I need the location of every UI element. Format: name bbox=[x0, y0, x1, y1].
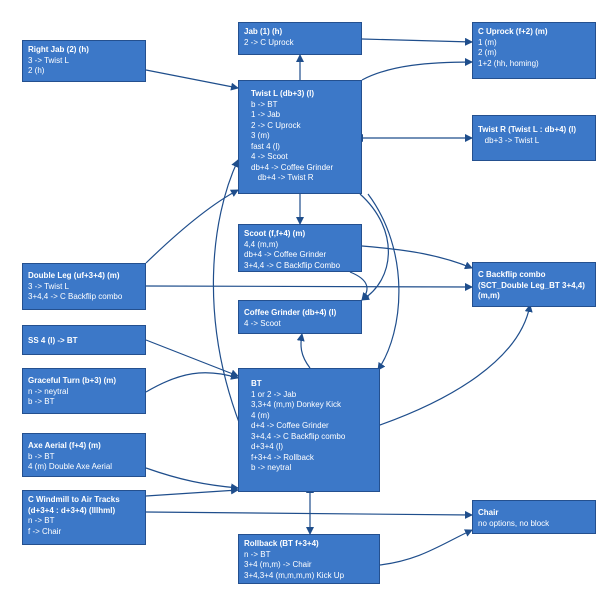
node-line: 1 -> Jab bbox=[251, 110, 281, 119]
node-line: 3 (m) bbox=[251, 131, 270, 140]
node-line: 2 (m) bbox=[478, 48, 497, 57]
node-title: Right Jab (2) (h) bbox=[28, 45, 89, 54]
edge-twistl-to-cuprock bbox=[361, 58, 473, 81]
node-title: Coffee Grinder (db+4) (l) bbox=[244, 308, 337, 317]
node-c-backflip: C Backflip combo (SCT_Double Leg_BT 3+4,… bbox=[472, 262, 596, 307]
node-title: SS 4 (l) -> BT bbox=[28, 336, 78, 345]
node-line: 4,4 (m,m) bbox=[244, 239, 279, 249]
node-title: Chair bbox=[478, 508, 499, 517]
node-line: 3+4,4 -> C Backflip combo bbox=[28, 292, 123, 301]
edge-ss4-to-bt bbox=[145, 339, 239, 378]
node-chair: Chair no options, no block bbox=[472, 500, 596, 534]
node-line: 4 (m) Double Axe Aerial bbox=[28, 462, 113, 471]
node-line: n -> BT bbox=[244, 549, 271, 559]
node-line: 4 -> Scoot bbox=[244, 318, 281, 328]
node-title: Scoot (f,f+4) (m) bbox=[244, 229, 306, 238]
edge-twistl-to-bt bbox=[367, 193, 400, 371]
node-c-uprock: C Uprock (f+2) (m) 1 (m) 2 (m) 1+2 (hh, … bbox=[472, 22, 596, 79]
node-graceful-turn: Graceful Turn (b+3) (m) n -> neytral b -… bbox=[22, 368, 146, 414]
node-rollback: Rollback (BT f+3+4) n -> BT 3+4 (m,m) ->… bbox=[238, 534, 380, 584]
node-line: b -> BT bbox=[251, 99, 278, 109]
edge-doubleleg-to-twistl bbox=[145, 189, 239, 264]
edge-rightjab-to-twistl bbox=[145, 69, 239, 91]
node-title: Rollback (BT f+3+4) bbox=[244, 539, 319, 548]
edge-bt-to-twistl bbox=[212, 159, 241, 426]
node-title-line: (m,m) bbox=[478, 291, 500, 300]
edge-scoot-coffee bbox=[349, 271, 370, 301]
node-line: 3 -> Twist L bbox=[28, 281, 69, 291]
node-title: Graceful Turn (b+3) (m) bbox=[28, 376, 117, 385]
node-line: 4 -> Scoot bbox=[251, 152, 288, 161]
node-right-jab: Right Jab (2) (h) 3 -> Twist L 2 (h) bbox=[22, 40, 146, 82]
node-line: 2 -> C Uprock bbox=[244, 37, 294, 47]
node-line: b -> BT bbox=[28, 397, 55, 406]
node-line: f+3+4 -> Rollback bbox=[251, 452, 314, 462]
node-line: b -> neytral bbox=[251, 463, 292, 472]
edge-doubleleg-to-cbackflip bbox=[145, 282, 473, 291]
node-line: 3+4 (m,m) -> Chair bbox=[244, 560, 312, 569]
node-line: 1+2 (hh, homing) bbox=[478, 58, 539, 68]
node-c-windmill: C Windmill to Air Tracks (d+3+4 : d+3+4)… bbox=[22, 490, 146, 545]
edge-windmill-to-chair bbox=[145, 510, 473, 519]
node-title: Twist R (Twist L : db+4) (l) bbox=[478, 125, 576, 134]
node-twist-r: Twist R (Twist L : db+4) (l) db+3 -> Twi… bbox=[472, 115, 596, 161]
edge-twistl-to-coffee bbox=[359, 193, 389, 301]
edge-bt-to-coffee bbox=[296, 333, 311, 369]
node-line: db+4 -> Coffee Grinder bbox=[244, 250, 327, 259]
node-line: db+4 -> Coffee Grinder bbox=[251, 162, 334, 172]
node-jab: Jab (1) (h) 2 -> C Uprock bbox=[238, 22, 362, 55]
node-line: 4 (m) bbox=[251, 410, 270, 420]
node-title: C Uprock (f+2) (m) bbox=[478, 27, 548, 36]
edge-scoot-to-cbackflip bbox=[361, 245, 473, 270]
node-line: 3+4,3+4 (m,m,m,m) Kick Up bbox=[244, 570, 345, 580]
node-line: 3+4,4 -> C Backflip combo bbox=[251, 431, 346, 441]
node-line: db+4 -> Twist R bbox=[251, 173, 314, 182]
node-title: Axe Aerial (f+4) (m) bbox=[28, 441, 101, 450]
node-line: db+3 -> Twist L bbox=[478, 135, 540, 145]
node-line: d+3+4 (l) bbox=[251, 442, 284, 451]
node-axe-aerial: Axe Aerial (f+4) (m) b -> BT 4 (m) Doubl… bbox=[22, 433, 146, 477]
node-title-line: (SCT_Double Leg_BT 3+4,4) bbox=[478, 280, 585, 290]
node-title: C Backflip combo bbox=[478, 270, 546, 279]
node-line: f -> Chair bbox=[28, 526, 62, 536]
node-line: 1 (m) bbox=[478, 37, 497, 47]
edge-graceful-to-bt bbox=[145, 372, 239, 393]
node-coffee-grinder: Coffee Grinder (db+4) (l) 4 -> Scoot bbox=[238, 300, 362, 334]
edge-jab-to-cuprock bbox=[361, 37, 473, 46]
node-line: 1 or 2 -> Jab bbox=[251, 389, 297, 399]
node-line: b -> BT bbox=[28, 451, 55, 461]
node-ss4: SS 4 (l) -> BT bbox=[22, 325, 146, 355]
node-line: 3,3+4 (m,m) Donkey Kick bbox=[251, 400, 342, 409]
node-double-leg: Double Leg (uf+3+4) (m) 3 -> Twist L 3+4… bbox=[22, 263, 146, 310]
node-line: n -> neytral bbox=[28, 386, 69, 396]
node-line: 3+4,4 -> C Backflip Combo bbox=[244, 260, 341, 270]
node-title: BT bbox=[251, 379, 262, 388]
edge-rollback-to-chair bbox=[379, 529, 473, 566]
node-title: Double Leg (uf+3+4) (m) bbox=[28, 271, 120, 280]
node-title-line: (d+3+4 : d+3+4) (lllhml) bbox=[28, 505, 116, 515]
node-line: fast 4 (l) bbox=[251, 141, 280, 151]
node-line: 3 -> Twist L bbox=[28, 55, 69, 65]
node-line: no options, no block bbox=[478, 518, 550, 528]
edge-axe-to-bt bbox=[145, 467, 239, 492]
node-title: Jab (1) (h) bbox=[244, 27, 283, 36]
edge-bt-to-cbackflip bbox=[379, 304, 533, 426]
node-title: C Windmill to Air Tracks bbox=[28, 495, 120, 504]
node-scoot: Scoot (f,f+4) (m) 4,4 (m,m) db+4 -> Coff… bbox=[238, 224, 362, 272]
node-line: 2 (h) bbox=[28, 66, 45, 75]
node-bt: BT 1 or 2 -> Jab 3,3+4 (m,m) Donkey Kick… bbox=[238, 368, 380, 492]
node-line: n -> BT bbox=[28, 516, 55, 525]
edge-windmill-to-bt bbox=[145, 486, 239, 497]
node-twist-l: Twist L (db+3) (l) b -> BT 1 -> Jab 2 ->… bbox=[238, 80, 362, 194]
node-line: d+4 -> Coffee Grinder bbox=[251, 421, 329, 430]
node-title: Twist L (db+3) (l) bbox=[251, 89, 315, 98]
node-line: 2 -> C Uprock bbox=[251, 120, 301, 130]
